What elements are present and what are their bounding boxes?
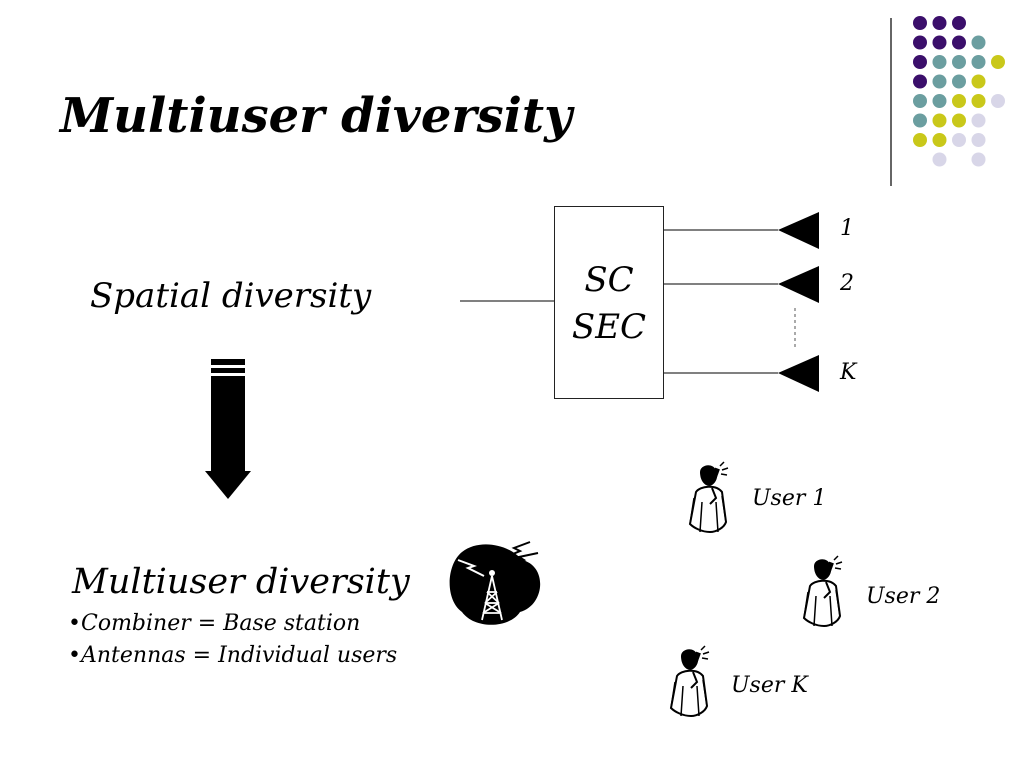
bullet-term: Combiner (80, 611, 191, 636)
decor-dot (932, 113, 947, 128)
decor-dot (952, 16, 966, 30)
spatial-diversity-label: Spatial diversity (90, 276, 372, 316)
bullet-value: Base station (223, 611, 361, 636)
antenna-label-k: K (840, 360, 857, 385)
bullet-value: Individual users (218, 643, 398, 668)
antenna-triangle-icon (778, 212, 819, 249)
decor-dot (971, 74, 986, 89)
decor-dot (932, 94, 947, 108)
antenna-triangle-icon (778, 355, 819, 392)
decor-dot (913, 16, 927, 30)
multiuser-heading: Multiuser diversity (72, 562, 410, 602)
antenna-branch-k (662, 355, 819, 392)
decor-dot (952, 74, 966, 89)
bullet-equals: = (190, 611, 224, 636)
decor-dot (913, 55, 927, 69)
radio-tower-icon (449, 541, 541, 625)
antenna-label-1: 1 (840, 216, 854, 241)
user-label-k: User K (731, 673, 808, 698)
decor-dot (932, 74, 947, 89)
combiner-label-sec: SEC (571, 307, 647, 347)
decor-dot (971, 55, 986, 69)
decor-dot (932, 152, 947, 167)
decor-dot (932, 55, 947, 69)
user-label-1: User 1 (752, 486, 827, 511)
decor-dot (932, 16, 947, 30)
decor-dot (913, 94, 927, 108)
dot-grid-decoration (913, 16, 1005, 167)
decor-dot (952, 55, 966, 69)
decor-dot (952, 133, 966, 147)
decor-dot (913, 133, 927, 147)
decor-dot (991, 94, 1005, 108)
decor-dot (932, 35, 947, 50)
bullet-glyph: • (68, 611, 81, 636)
slide-title: Multiuser diversity (60, 88, 572, 144)
decor-dot (971, 113, 986, 128)
combiner-box (554, 206, 664, 399)
decor-dot (971, 35, 986, 50)
antenna-branch-2 (662, 266, 819, 303)
antenna-triangle-icon (778, 266, 819, 303)
person-phone-icon (669, 645, 710, 718)
decor-dot (913, 74, 927, 89)
antenna-label-2: 2 (840, 271, 854, 296)
bullet-antennas: •Antennas = Individual users (68, 643, 397, 668)
decor-dot (952, 35, 966, 50)
decor-dot (991, 55, 1005, 69)
person-phone-icon (802, 555, 843, 628)
decor-dot (932, 133, 947, 147)
down-arrow-icon (205, 359, 251, 499)
bullet-glyph: • (68, 643, 81, 668)
person-phone-icon (688, 461, 729, 534)
decor-dot (913, 35, 927, 50)
decor-dot (952, 113, 966, 128)
decor-dot (971, 133, 986, 147)
decor-dot (971, 152, 986, 167)
bullet-combiner: •Combiner = Base station (68, 611, 360, 636)
antenna-branch-1 (662, 212, 819, 249)
bullet-term: Antennas (80, 643, 186, 668)
combiner-label-sc: SC (584, 260, 634, 300)
decor-dot (952, 94, 966, 108)
decor-dot (913, 113, 927, 128)
bullet-equals: = (185, 643, 219, 668)
decor-dot (971, 94, 986, 108)
user-label-2: User 2 (866, 584, 941, 609)
